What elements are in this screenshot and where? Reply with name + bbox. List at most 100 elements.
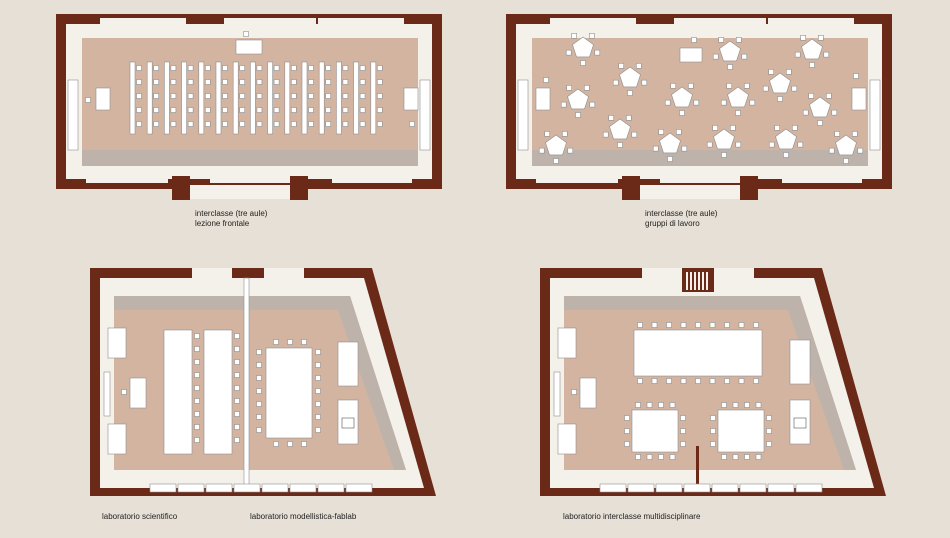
group-table-11 xyxy=(659,132,681,154)
group-table-7 xyxy=(727,86,749,108)
fablab-chair xyxy=(301,339,307,345)
side-panel xyxy=(517,79,529,151)
student-chair xyxy=(290,93,297,99)
group-table-4 xyxy=(769,72,791,94)
caption-frontal: interclasse (tre aule) lezione frontale xyxy=(195,209,267,229)
grille-bar xyxy=(698,272,700,290)
group-chair xyxy=(800,35,806,41)
fablab-chair xyxy=(287,339,293,345)
fablab-chair xyxy=(315,349,321,355)
table-chair xyxy=(753,378,759,384)
lab-stool xyxy=(234,411,240,417)
group-chair xyxy=(721,402,727,408)
lab-stool xyxy=(194,346,200,352)
group-chair xyxy=(589,33,595,39)
group-chair xyxy=(712,53,719,60)
window-opening-1 xyxy=(674,18,766,26)
lab-stool xyxy=(194,333,200,339)
group-chair xyxy=(658,129,664,135)
table-chair xyxy=(738,378,745,384)
fablab-chair xyxy=(256,349,262,355)
fablab-chair xyxy=(273,339,279,345)
group-chair xyxy=(710,415,716,421)
student-chair xyxy=(273,79,280,85)
group-chair xyxy=(843,158,849,164)
fablab-chair xyxy=(256,362,262,368)
teacher-desk xyxy=(129,377,147,409)
group-chair xyxy=(667,156,673,162)
group-chair xyxy=(594,49,601,56)
group-table-1 xyxy=(719,40,741,62)
table-chair xyxy=(709,378,716,384)
window-opening-0 xyxy=(550,18,636,26)
teacher-desk-right xyxy=(403,87,419,111)
floor-tile xyxy=(149,483,177,493)
fablab-table xyxy=(265,347,313,439)
student-desk-row xyxy=(267,61,273,135)
floor-shadow xyxy=(788,296,856,470)
student-chair xyxy=(239,79,245,85)
student-chair xyxy=(290,79,297,85)
student-chair xyxy=(376,107,383,113)
student-chair xyxy=(205,107,211,113)
student-chair xyxy=(256,65,263,71)
floor-tile xyxy=(317,483,345,493)
window-opening-2 xyxy=(318,18,404,26)
student-chair xyxy=(136,121,142,127)
floor-tile xyxy=(205,483,233,493)
lab-stool xyxy=(234,333,240,339)
lab-stool xyxy=(194,385,200,391)
group-chair xyxy=(571,33,577,39)
grille-bar xyxy=(686,272,688,290)
teacher-chair-right xyxy=(853,73,859,79)
student-chair xyxy=(325,65,332,71)
fablab-chair xyxy=(256,427,262,433)
table-chair xyxy=(753,322,759,328)
group-table-0 xyxy=(572,36,594,58)
wall-board xyxy=(553,371,561,417)
window-opening-2 xyxy=(768,18,854,26)
caption-groups: interclasse (tre aule) gruppi di lavoro xyxy=(645,209,717,229)
lab-stool xyxy=(194,398,200,404)
floor-tile xyxy=(767,483,795,493)
teacher-desk-top xyxy=(679,47,703,63)
student-chair xyxy=(187,79,194,85)
student-chair xyxy=(256,121,263,127)
group-chair xyxy=(744,454,750,460)
group-table-12 xyxy=(713,128,735,150)
student-chair xyxy=(170,93,177,99)
group-chair xyxy=(680,415,686,421)
group-chair xyxy=(664,99,671,106)
group-chair xyxy=(712,125,718,131)
window-opening-bottom-0 xyxy=(86,175,168,183)
group-table-3 xyxy=(619,66,641,88)
student-chair xyxy=(153,93,159,99)
group-chair xyxy=(720,99,727,106)
student-chair xyxy=(308,93,314,99)
machine-icon xyxy=(341,417,355,429)
group-chair xyxy=(688,83,694,89)
wall-board xyxy=(103,371,111,417)
group-chair xyxy=(679,110,685,116)
grille-bar xyxy=(690,272,692,290)
group-chair xyxy=(635,402,641,408)
long-table xyxy=(633,329,763,377)
fablab-chair xyxy=(256,401,262,407)
group-chair xyxy=(797,141,804,148)
group-chair xyxy=(681,145,688,152)
group-chair xyxy=(732,402,739,408)
group-chair xyxy=(602,131,609,138)
group-chair xyxy=(828,147,835,154)
student-chair xyxy=(256,107,263,113)
lab-stool xyxy=(194,424,200,430)
group-chair xyxy=(783,152,789,158)
student-chair xyxy=(170,65,177,71)
floor-tile xyxy=(655,483,683,493)
floor-shadow xyxy=(114,296,350,310)
group-chair xyxy=(710,428,716,434)
caption-frontal-line-1: interclasse (tre aule) xyxy=(195,209,268,218)
fablab-chair xyxy=(287,441,293,447)
student-chair xyxy=(376,93,383,99)
group-table-1 xyxy=(717,409,765,453)
table-chair xyxy=(637,378,643,384)
